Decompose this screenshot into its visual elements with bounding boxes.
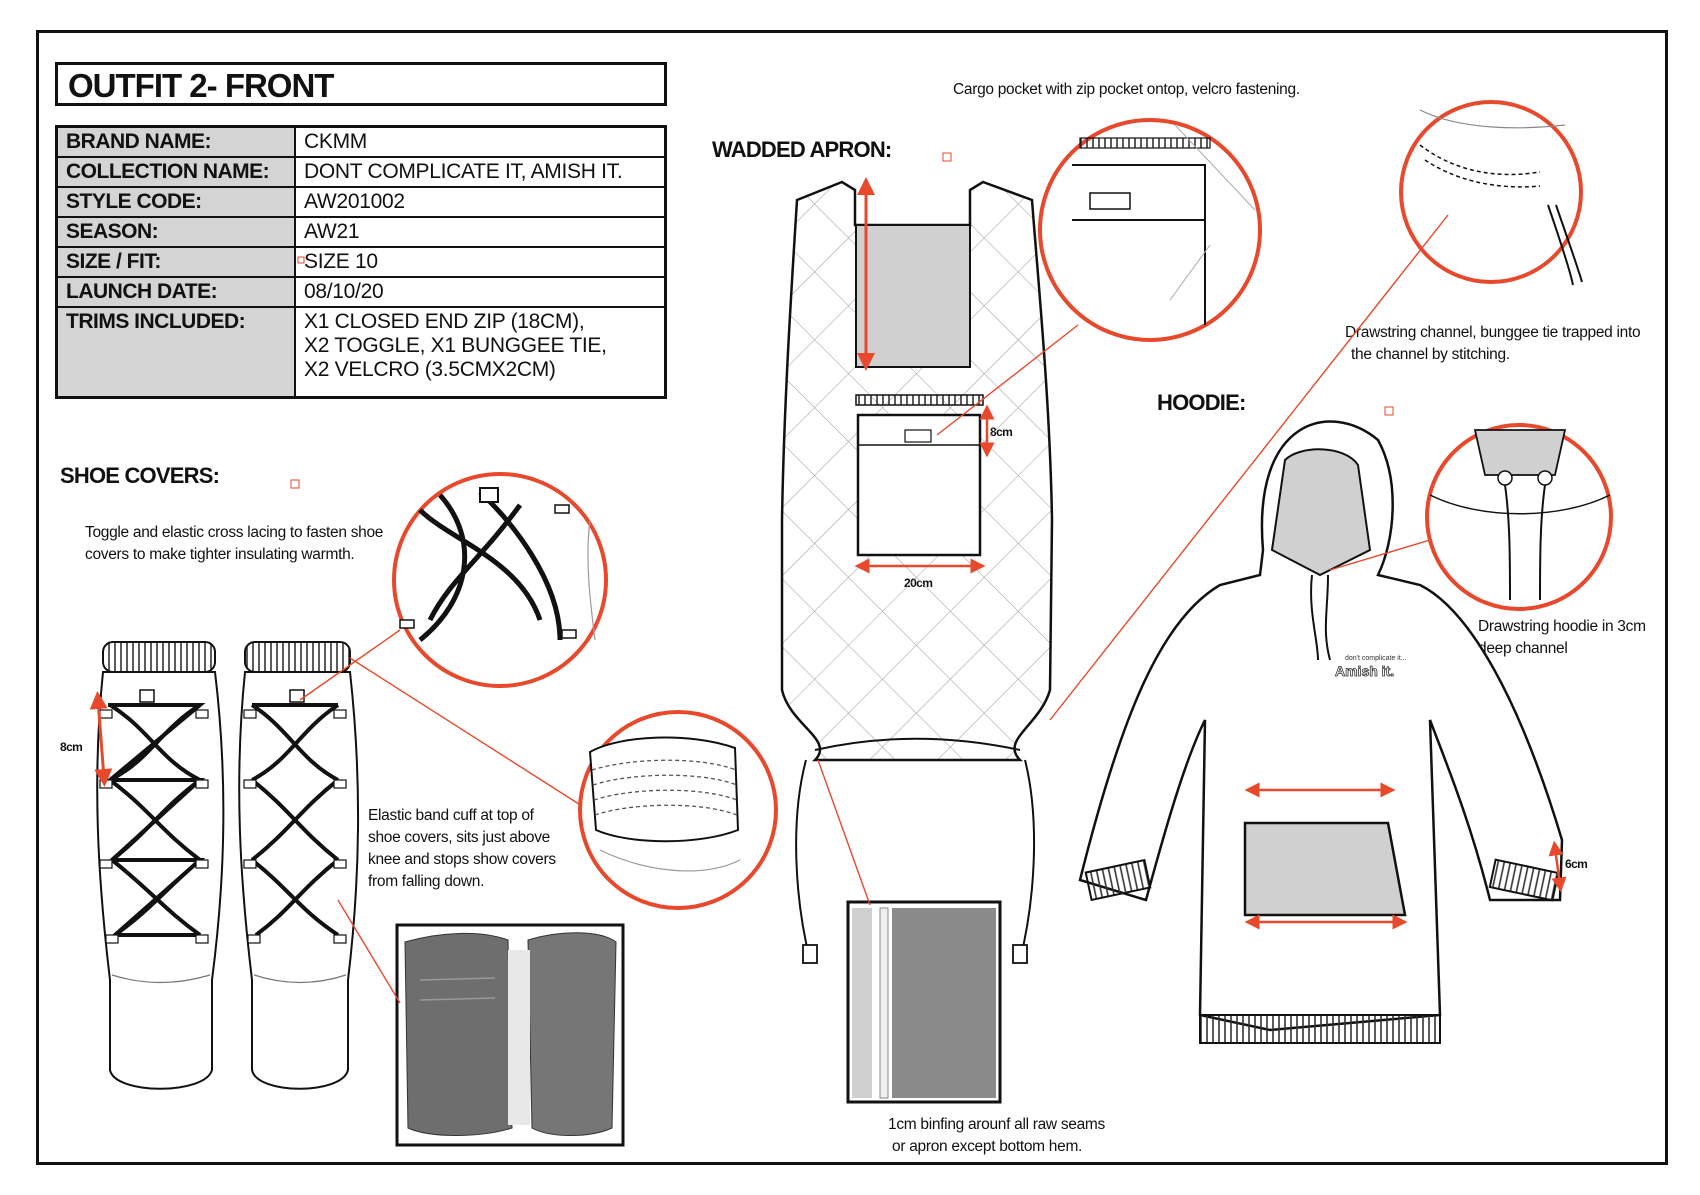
spec-row-season: SEASON:AW21	[55, 216, 667, 248]
note-line: Elastic band cuff at top of	[368, 807, 534, 824]
note-line: Drawstring channel, bunggee tie trapped …	[1345, 324, 1641, 341]
trim-line: X2 VELCRO (3.5CMX2CM)	[304, 358, 556, 381]
note-line: Cargo pocket with zip pocket ontop, velc…	[953, 81, 1300, 98]
note-line: shoe covers, sits just above	[368, 829, 550, 846]
hood-channel-note: Drawstring hoodie in 3cm deep channel	[1478, 616, 1646, 660]
spec-key: LAUNCH DATE:	[55, 276, 296, 308]
spec-row-collection: COLLECTION NAME:DONT COMPLICATE IT, AMIS…	[55, 156, 667, 188]
lacing-note: Toggle and elastic cross lacing to faste…	[85, 522, 383, 566]
trim-line: X2 TOGGLE, X1 BUNGGEE TIE,	[304, 334, 607, 357]
apron-pocket-width-measure: 20cm	[904, 576, 933, 590]
spec-key: STYLE CODE:	[55, 186, 296, 218]
note-line: knee and stops show covers	[368, 851, 556, 868]
spec-value: CKMM	[294, 125, 667, 158]
spec-key: COLLECTION NAME:	[55, 156, 296, 188]
spec-key: BRAND NAME:	[55, 125, 296, 158]
apron-pocket-height-measure: 8cm	[990, 425, 1013, 439]
note-line: the channel by stitching.	[1351, 346, 1510, 363]
hoodie-pocket-top-measure: 24cm	[1304, 779, 1333, 793]
spec-value: AW21	[294, 216, 667, 248]
spec-value: DONT COMPLICATE IT, AMISH IT.	[294, 156, 667, 188]
hoodie-pocket-bottom-measure: 34cm	[1307, 927, 1336, 941]
trim-line: X1 CLOSED END ZIP (18CM),	[304, 310, 585, 333]
page-frame	[36, 30, 1668, 1165]
page-title-text: OUTFIT 2- FRONT	[68, 67, 334, 104]
hoodie-heading: HOODIE:	[1157, 390, 1246, 415]
page-title: OUTFIT 2- FRONT	[55, 62, 667, 106]
shoe-lace-measure: 8cm	[60, 740, 83, 754]
spec-row-size: SIZE / FIT:SIZE 10	[55, 246, 667, 278]
hoodie-cuff-measure: 6cm	[1565, 857, 1588, 871]
note-line: or apron except bottom hem.	[892, 1138, 1083, 1155]
note-line: 1cm binfing arounf all raw seams	[888, 1116, 1105, 1133]
spec-table: BRAND NAME:CKMM COLLECTION NAME:DONT COM…	[55, 125, 667, 399]
spec-value: SIZE 10	[294, 246, 667, 278]
apron-heading: WADDED APRON:	[712, 137, 892, 162]
note-line: Drawstring hoodie in 3cm	[1478, 618, 1646, 635]
spec-row-style-code: STYLE CODE:AW201002	[55, 186, 667, 218]
spec-key: SIZE / FIT:	[55, 246, 296, 278]
spec-value: AW201002	[294, 186, 667, 218]
cuff-note: Elastic band cuff at top of shoe covers,…	[368, 805, 556, 893]
spec-row-brand: BRAND NAME:CKMM	[55, 125, 667, 158]
cargo-note: Cargo pocket with zip pocket ontop, velc…	[953, 79, 1300, 101]
apron-bib-measure: 42cm	[874, 271, 903, 285]
spec-row-launch-date: LAUNCH DATE:08/10/20	[55, 276, 667, 308]
shoe-covers-heading: SHOE COVERS:	[60, 463, 220, 488]
drawstring-channel-note: Drawstring channel, bunggee tie trapped …	[1345, 322, 1641, 366]
spec-key: TRIMS INCLUDED:	[55, 306, 296, 398]
note-line: deep channel	[1478, 640, 1568, 657]
note-line: from falling down.	[368, 873, 485, 890]
spec-row-trims: TRIMS INCLUDED: X1 CLOSED END ZIP (18CM)…	[55, 306, 667, 398]
spec-value: X1 CLOSED END ZIP (18CM), X2 TOGGLE, X1 …	[294, 306, 667, 398]
spec-value: 08/10/20	[294, 276, 667, 308]
spec-key: SEASON:	[55, 216, 296, 248]
note-line: covers to make tighter insulating warmth…	[85, 546, 355, 563]
binding-note: 1cm binfing arounf all raw seams or apro…	[882, 1114, 1105, 1158]
note-line: Toggle and elastic cross lacing to faste…	[85, 524, 384, 541]
